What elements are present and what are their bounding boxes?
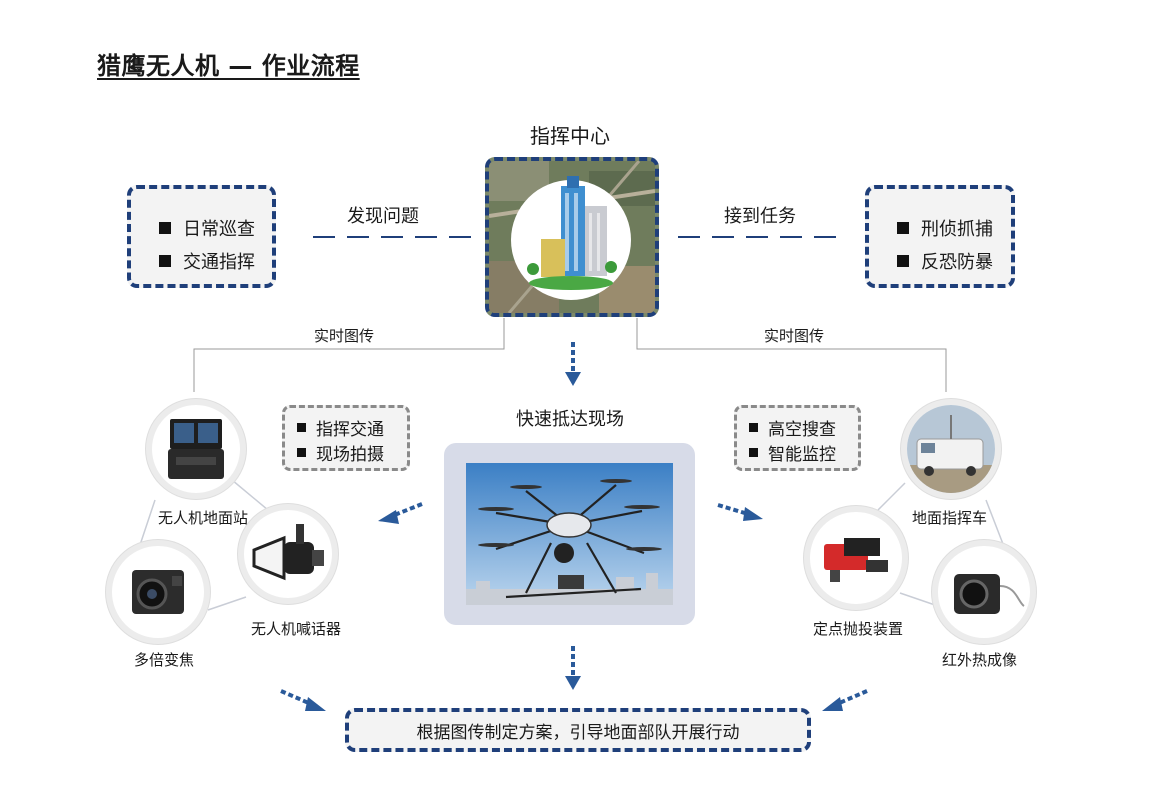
list-item: 交通指挥 bbox=[159, 244, 272, 277]
list-item: 刑侦抓捕 bbox=[897, 211, 1011, 244]
bullet-square-icon bbox=[297, 448, 306, 457]
arrow-to-bottom-left bbox=[280, 689, 326, 711]
command-center-image bbox=[485, 157, 659, 317]
list-item: 反恐防暴 bbox=[897, 244, 1011, 277]
mid-right-box: 高空搜查 智能监控 bbox=[734, 405, 861, 471]
arrow-to-left-equipment bbox=[378, 502, 423, 524]
arrow-to-bottom-right bbox=[822, 689, 868, 711]
edge-label-realtime-right: 实时图传 bbox=[764, 327, 825, 345]
arrow-to-right-equipment bbox=[717, 503, 763, 521]
command-vehicle-image bbox=[901, 399, 1001, 499]
connector-realtime-left bbox=[193, 318, 505, 392]
bullet-square-icon bbox=[749, 448, 758, 457]
arrow-down-bottom bbox=[565, 646, 581, 690]
page-title: 猎鹰无人机 — 作业流程 bbox=[97, 52, 360, 80]
command-vehicle-label: 地面指挥车 bbox=[912, 509, 988, 527]
thermal-camera-image bbox=[932, 540, 1036, 644]
drone-image bbox=[444, 443, 695, 625]
loudspeaker-image bbox=[238, 504, 338, 604]
command-center-label: 指挥中心 bbox=[530, 124, 610, 148]
edge-label-receive: 接到任务 bbox=[724, 206, 796, 227]
mid-left-box: 指挥交通 现场拍摄 bbox=[282, 405, 410, 471]
list-item: 日常巡查 bbox=[159, 211, 272, 244]
left-top-box: 日常巡查 交通指挥 bbox=[127, 185, 276, 288]
bottom-action-box: 根据图传制定方案，引导地面部队开展行动 bbox=[345, 708, 811, 752]
loudspeaker-label: 无人机喊话器 bbox=[251, 620, 342, 638]
thermal-camera-label: 红外热成像 bbox=[942, 651, 1018, 669]
list-item: 高空搜查 bbox=[749, 415, 858, 440]
right-top-box: 刑侦抓捕 反恐防暴 bbox=[865, 185, 1015, 288]
edge-label-realtime-left: 实时图传 bbox=[314, 327, 375, 345]
bullet-square-icon bbox=[749, 423, 758, 432]
drop-device-image bbox=[804, 506, 908, 610]
bullet-square-icon bbox=[897, 254, 909, 267]
center-label: 快速抵达现场 bbox=[516, 409, 624, 430]
bullet-square-icon bbox=[897, 221, 909, 234]
ground-station-image bbox=[146, 399, 246, 499]
list-item: 智能监控 bbox=[749, 440, 858, 465]
bullet-square-icon bbox=[159, 221, 171, 234]
list-item: 指挥交通 bbox=[297, 415, 407, 440]
list-item: 现场拍摄 bbox=[297, 440, 407, 465]
drop-device-label: 定点抛投装置 bbox=[813, 620, 904, 638]
edge-label-discover: 发现问题 bbox=[347, 206, 419, 227]
bullet-square-icon bbox=[159, 254, 171, 267]
ground-station-label: 无人机地面站 bbox=[158, 509, 249, 527]
bottom-action-text: 根据图传制定方案，引导地面部队开展行动 bbox=[416, 722, 740, 743]
arrow-down-top bbox=[565, 342, 581, 386]
bullet-square-icon bbox=[297, 423, 306, 432]
zoom-camera-image bbox=[106, 540, 210, 644]
connector-realtime-right bbox=[636, 318, 947, 392]
zoom-camera-label: 多倍变焦 bbox=[134, 651, 195, 669]
